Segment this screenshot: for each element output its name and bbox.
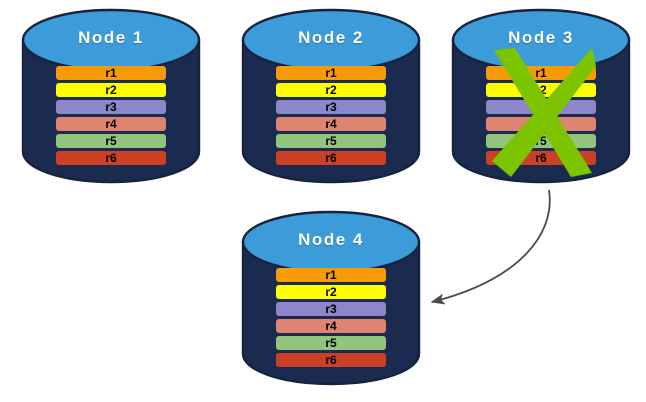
cylinder-top-ellipse <box>451 8 631 72</box>
row-bar[interactable]: r1 <box>486 66 596 80</box>
row-bar[interactable]: r3 <box>486 100 596 114</box>
row-bar[interactable]: r4 <box>276 319 386 333</box>
cylinder-top-ellipse <box>21 8 201 72</box>
row-bar[interactable]: r5 <box>276 134 386 148</box>
row-bar[interactable]: r6 <box>276 353 386 367</box>
row-bar[interactable]: r6 <box>486 151 596 165</box>
row-bar[interactable]: r4 <box>276 117 386 131</box>
row-bar[interactable]: r6 <box>56 151 166 165</box>
row-bar[interactable]: r2 <box>486 83 596 97</box>
row-bar[interactable]: r2 <box>276 83 386 97</box>
row-list: r1 r2 r3 r4 r5 r6 <box>276 268 386 370</box>
row-bar[interactable]: r2 <box>276 285 386 299</box>
cylinder-top-ellipse <box>241 210 421 274</box>
row-bar[interactable]: r1 <box>276 66 386 80</box>
row-bar[interactable]: r3 <box>276 302 386 316</box>
row-bar[interactable]: r3 <box>276 100 386 114</box>
row-list: r1 r2 r3 r4 r5 r6 <box>56 66 166 168</box>
cylinder-top-ellipse <box>241 8 421 72</box>
row-bar[interactable]: r5 <box>276 336 386 350</box>
failover-arrow <box>430 189 551 305</box>
row-list: r1 r2 r3 r4 r5 r6 <box>276 66 386 168</box>
row-list: r1 r2 r3 r4 r5 r6 <box>486 66 596 168</box>
row-bar[interactable]: r3 <box>56 100 166 114</box>
row-bar[interactable]: r4 <box>486 117 596 131</box>
row-bar[interactable]: r5 <box>56 134 166 148</box>
row-bar[interactable]: r1 <box>276 268 386 282</box>
row-bar[interactable]: r6 <box>276 151 386 165</box>
row-bar[interactable]: r5 <box>486 134 596 148</box>
row-bar[interactable]: r2 <box>56 83 166 97</box>
row-bar[interactable]: r4 <box>56 117 166 131</box>
row-bar[interactable]: r1 <box>56 66 166 80</box>
